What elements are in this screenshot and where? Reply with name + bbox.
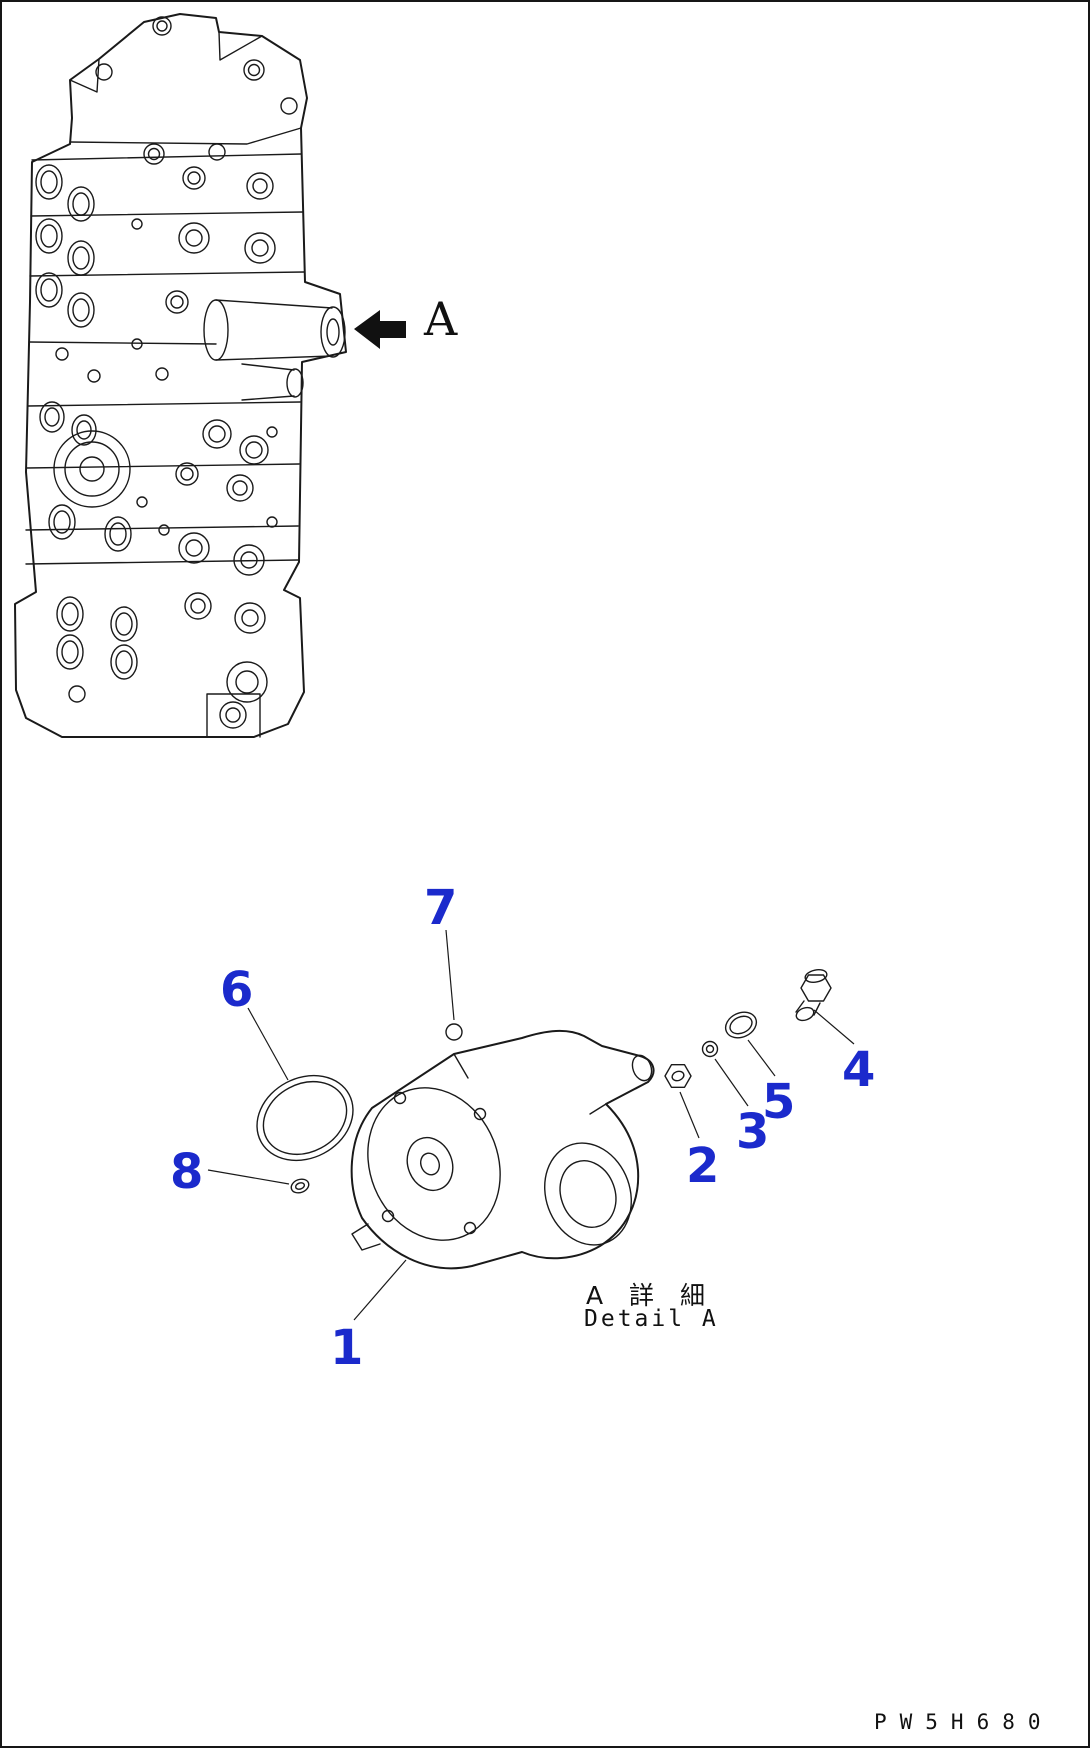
- detail-part-plug-fitting: [795, 969, 832, 1022]
- detail-part-nut: [664, 1063, 692, 1089]
- detail-caption-jp: A 詳 細: [586, 1281, 714, 1310]
- callout-6: 6: [220, 962, 254, 1018]
- callout-5: 5: [762, 1074, 796, 1130]
- detail-part-small-plug: [290, 1178, 310, 1194]
- detail-caption-en: Detail A: [584, 1306, 719, 1332]
- part-code: PW5H680: [874, 1710, 1054, 1734]
- detail-part-oring-large: [256, 1074, 354, 1162]
- callout-8: 8: [170, 1144, 204, 1200]
- leader-lines: [207, 929, 855, 1321]
- callout-1: 1: [330, 1320, 364, 1376]
- callout-2: 2: [686, 1138, 720, 1194]
- view-arrow-icon: [354, 310, 406, 349]
- detail-a-drawing: [256, 969, 832, 1270]
- callout-7: 7: [424, 880, 458, 936]
- detail-part-washer: [701, 1040, 719, 1058]
- detail-part-pin: [445, 1023, 463, 1041]
- callout-4: 4: [842, 1042, 876, 1098]
- view-arrow-label: A: [424, 292, 458, 346]
- detail-part-oring-small: [724, 1011, 758, 1039]
- callout-3: 3: [736, 1104, 770, 1160]
- main-assembly-drawing: [14, 13, 347, 738]
